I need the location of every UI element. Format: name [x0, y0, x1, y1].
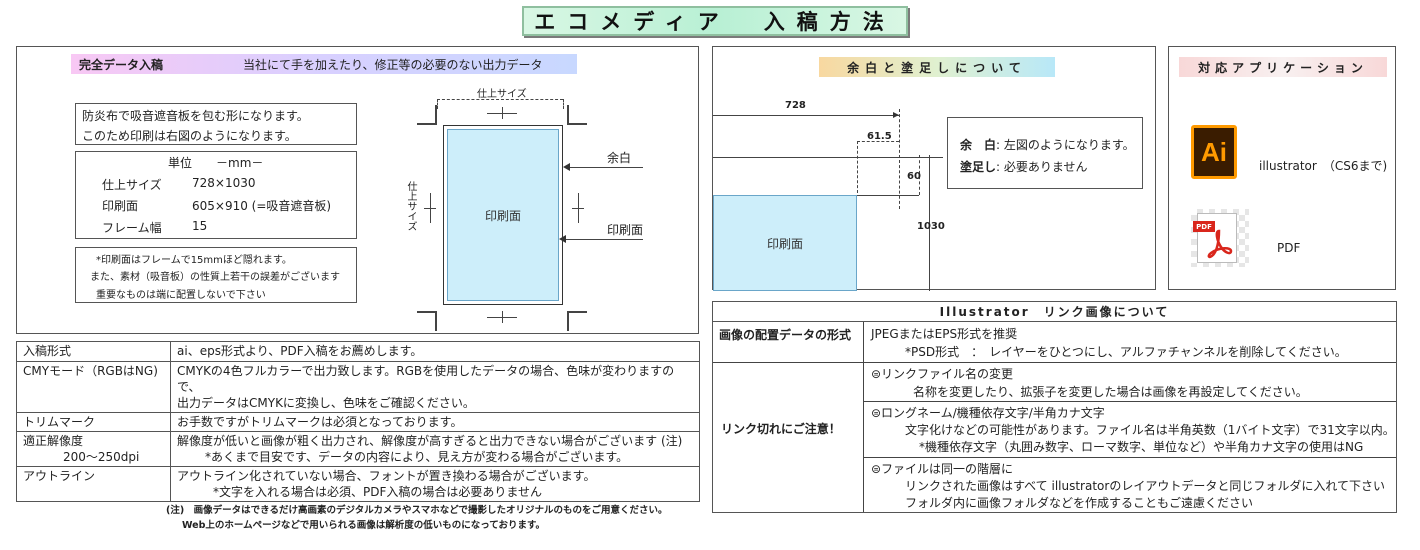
caution-line1: *印刷面はフレームで15mmほど隠れます。 — [96, 255, 292, 266]
bleed-key: 塗足し — [960, 160, 997, 174]
spec-table: 入稿形式 ai、eps形式より、PDF入稿をお薦めします。 CMYモード（RGB… — [16, 341, 700, 502]
dim-61-5: 61.5 — [867, 131, 892, 142]
note-line1: 防炎布で吸音遮音板を包む形になります。 — [82, 109, 309, 123]
margin-row: 余 白: 左図のようになります。 — [960, 136, 1135, 153]
margin-label: 余白 — [607, 151, 632, 165]
footnote-line2: Web上のホームページなどで用いられる画像は解析度の低いものになっております。 — [182, 520, 546, 531]
caution-line3: 重要なものは端に配置しないで下さい — [96, 290, 266, 301]
page-title: エコメディア 入稿方法 — [522, 6, 908, 36]
complete-data-label-bar: 完全データ入稿 当社にて手を加えたり、修正等の必要のない出力データ — [71, 54, 577, 74]
b3-title: ⊜ファイルは同一の階層に — [871, 462, 1014, 476]
panel-diagram: 仕上サイズ 仕上サイズ 印刷面 余白 印刷 — [397, 85, 677, 333]
bleed-title: 余白と塗足しについて — [819, 57, 1055, 77]
print-face-label: 印刷面 — [607, 223, 644, 237]
row1-line2: *PSD形式 ： レイヤーをひとつにし、アルファチャンネルを削除してください。 — [905, 345, 1347, 359]
size-key-0: 仕上サイズ — [102, 178, 162, 192]
size-key-2: フレーム幅 — [102, 221, 162, 235]
illustrator-title: Illustrator リンク画像について — [713, 302, 1396, 322]
illustrator-icon: Ai — [1191, 125, 1237, 179]
spec-key: CMYモード（RGBはNG) — [16, 361, 171, 413]
spec-key: トリムマーク — [16, 412, 171, 432]
size-value-1: 605×910 (=吸音遮音板) — [192, 199, 332, 213]
spec-key-2: 200～250dpi — [63, 450, 140, 464]
frame-outline — [443, 125, 563, 305]
print-area: 印刷面 — [447, 129, 559, 301]
margin-key: 余 白 — [960, 138, 997, 152]
unit-label: 単位 －mm－ — [168, 156, 264, 170]
spec-value: CMYKの4色フルカラーで出力致します。RGBを使用したデータの場合、色味が変わ… — [177, 364, 675, 394]
spec-key: 適正解像度 — [23, 434, 84, 448]
spec-value-2: *あくまで目安です、データの内容により、見え方が変わる場合がございます。 — [205, 450, 629, 464]
spec-key: アウトライン — [16, 466, 171, 502]
pdf-icon: PDF — [1191, 209, 1249, 267]
note-line2: このため印刷は右図のようになります。 — [82, 129, 297, 143]
bleed-print-area: 印刷面 — [713, 195, 857, 291]
caution-box: *印刷面はフレームで15mmほど隠れます。 また、素材（吸音板）の性質上若干の誤… — [75, 247, 357, 303]
bleed-panel: 余白と塗足しについて 728 61.5 60 1030 印刷面 余 白: 左図の… — [712, 46, 1156, 291]
footnote-line1: (注) 画像データはできるだけ高画素のデジタルカメラやスマホなどで撮影したオリジ… — [166, 505, 668, 516]
illustrator-icon-text: Ai — [1201, 136, 1227, 167]
b3-line2: フォルダ内に画像フォルダなどを作成することもご遠慮ください — [905, 496, 1254, 510]
complete-data-panel: 完全データ入稿 当社にて手を加えたり、修正等の必要のない出力データ 防炎布で吸音… — [16, 46, 699, 334]
pdf-icon-badge: PDF — [1193, 221, 1215, 232]
spec-value-2: *文字を入れる場合は必須、PDF入稿の場合は必要ありません — [213, 485, 543, 499]
illustrator-panel: Illustrator リンク画像について 画像の配置データの形式 JPEGまた… — [712, 301, 1397, 513]
bleed-value: : 必要ありません — [996, 160, 1088, 174]
b2-line1: 文字化けなどの可能性があります。ファイル名は半角英数（1バイト文字）で31文字以… — [905, 423, 1395, 437]
print-area-label: 印刷面 — [484, 208, 521, 223]
acrobat-swirl-icon — [1207, 229, 1233, 259]
note-box: 防炎布で吸音遮音板を包む形になります。 このため印刷は右図のようになります。 — [75, 103, 357, 145]
b3-line1: リンクされた画像はすべて illustratorのレイアウトデータと同じフォルダ… — [905, 479, 1385, 493]
row1-line1: JPEGまたはEPS形式を推奨 — [871, 327, 1018, 341]
spec-key-cell: 適正解像度 200～250dpi — [16, 431, 171, 467]
pdf-label: PDF — [1277, 241, 1301, 255]
b2-title: ⊜ロングネーム/機種依存文字/半角カナ文字 — [871, 406, 1105, 420]
table-row: アウトライン アウトライン化されていない場合、フォントが置き換わる場合がございま… — [16, 466, 700, 502]
caution-line2: また、素材（吸音板）の性質上若干の誤差がございます — [90, 272, 340, 283]
spec-value: アウトライン化されていない場合、フォントが置き換わる場合がございます。 — [177, 469, 596, 483]
table-row: CMYモード（RGBはNG) CMYKの4色フルカラーで出力致します。RGBを使… — [16, 361, 700, 413]
bleed-explain-box: 余 白: 左図のようになります。 塗足し: 必要ありません — [947, 117, 1143, 189]
spec-value: 解像度が低いと画像が粗く出力され、解像度が高すぎると出力できない場合がございます… — [177, 434, 683, 448]
table-row: 入稿形式 ai、eps形式より、PDF入稿をお薦めします。 — [16, 341, 700, 362]
complete-data-desc: 当社にて手を加えたり、修正等の必要のない出力データ — [243, 57, 543, 72]
b2-line2: *機種依存文字（丸囲み数字、ローマ数字、単位など）や半角カナ文字の使用はNG — [919, 440, 1364, 454]
bleed-print-area-label: 印刷面 — [766, 236, 803, 251]
dim-728: 728 — [785, 100, 806, 111]
finish-size-top-label: 仕上サイズ — [477, 89, 527, 100]
size-value-0: 728×1030 — [192, 176, 256, 190]
table-row: 適正解像度 200～250dpi 解像度が低いと画像が粗く出力され、解像度が高す… — [16, 431, 700, 467]
apps-title: 対応アプリケーション — [1179, 57, 1387, 77]
spec-value-cell: 解像度が低いと画像が粗く出力され、解像度が高すぎると出力できない場合がございます… — [170, 431, 700, 467]
row2-key: リンク切れにご注意！ — [721, 422, 841, 436]
b1-title: ⊜リンクファイル名の変更 — [871, 367, 1014, 381]
pdf-icon-text: PDF — [1196, 222, 1212, 231]
illustrator-label: illustrator （CS6まで) — [1259, 159, 1388, 173]
spec-value: ai、eps形式より、PDF入稿をお薦めします。 — [170, 341, 700, 362]
bleed-row: 塗足し: 必要ありません — [960, 158, 1088, 175]
finish-size-side-label: 仕上サイズ — [405, 181, 416, 231]
table-row: トリムマーク お手数ですがトリムマークは必須となっております。 — [16, 412, 700, 432]
spec-value-cell: CMYKの4色フルカラーで出力致します。RGBを使用したデータの場合、色味が変わ… — [170, 361, 700, 413]
spec-value-2: 出力データはCMYKに変換し、色味をご確認ください。 — [177, 396, 475, 410]
b1-line1: 名称を変更したり、拡張子を変更した場合は画像を再設定してください。 — [913, 385, 1308, 399]
apps-title-text: 対応アプリケーション — [1198, 60, 1368, 75]
spec-value-cell: アウトライン化されていない場合、フォントが置き換わる場合がございます。 *文字を… — [170, 466, 700, 502]
apps-panel: 対応アプリケーション Ai illustrator （CS6まで) PDF PD… — [1168, 46, 1396, 290]
size-box: 単位 －mm－ 仕上サイズ 728×1030 印刷面 605×910 (=吸音遮… — [75, 151, 357, 239]
row1-key: 画像の配置データの形式 — [719, 328, 852, 342]
spec-key: 入稿形式 — [16, 341, 171, 362]
dim-60: 60 — [907, 171, 921, 182]
size-value-2: 15 — [192, 219, 208, 233]
complete-data-label: 完全データ入稿 — [79, 57, 164, 72]
dim-1030: 1030 — [917, 221, 945, 232]
size-key-1: 印刷面 — [102, 199, 139, 213]
spec-value: お手数ですがトリムマークは必須となっております。 — [170, 412, 700, 432]
margin-value: : 左図のようになります。 — [996, 138, 1135, 152]
bleed-title-text: 余白と塗足しについて — [847, 60, 1027, 75]
